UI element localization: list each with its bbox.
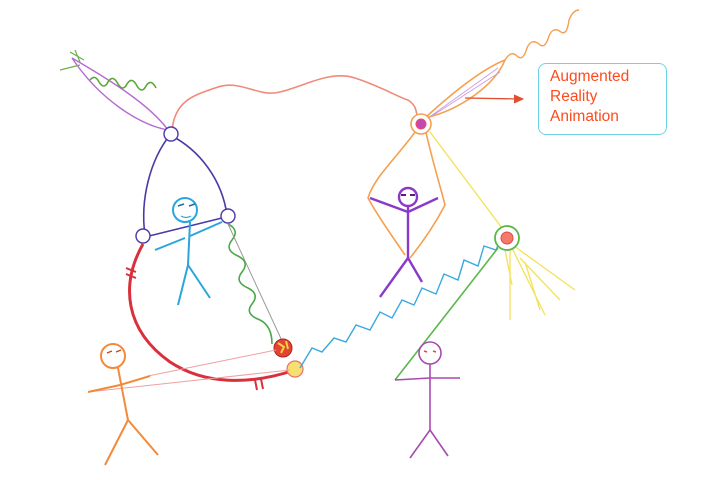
red-ticks-bottom bbox=[255, 379, 263, 390]
yellow-fan bbox=[505, 246, 575, 320]
callout-arrow-line bbox=[465, 98, 520, 99]
callout-line-3: Animation bbox=[550, 108, 619, 125]
faint-line-top bbox=[148, 350, 276, 376]
green-wave-down bbox=[228, 224, 272, 344]
left-leaf-wave bbox=[90, 77, 156, 90]
augmented-reality-callout: Augmented Reality Animation bbox=[538, 63, 667, 135]
leaf-inner-lines bbox=[428, 68, 500, 118]
orange-figure bbox=[88, 344, 158, 465]
vertex-far-right-core bbox=[501, 232, 513, 244]
left-loop-link bbox=[145, 217, 226, 237]
yellow-ray-to-circle bbox=[430, 132, 505, 232]
vertex-left bbox=[136, 229, 150, 243]
red-curve bbox=[130, 244, 295, 380]
grey-line bbox=[228, 224, 283, 343]
left-loop-right bbox=[170, 135, 227, 215]
callout-arrow-head bbox=[514, 95, 523, 103]
left-leaf-stem bbox=[60, 50, 84, 70]
left-loop-outer bbox=[144, 135, 170, 235]
blue-figure bbox=[155, 198, 222, 305]
blue-zigzag bbox=[300, 236, 502, 368]
left-leaf bbox=[72, 58, 168, 130]
green-diagonal bbox=[395, 248, 498, 380]
purple-figure bbox=[370, 188, 438, 297]
orange-leaf bbox=[425, 60, 505, 118]
callout-line-1: Augmented bbox=[550, 68, 630, 85]
red-ticks-left bbox=[126, 268, 136, 278]
vertex-top-right-core bbox=[416, 119, 426, 129]
vertex-top-left bbox=[164, 127, 178, 141]
orange-loop-right bbox=[410, 128, 445, 258]
yellow-ball bbox=[287, 361, 303, 377]
magenta-figure bbox=[395, 342, 460, 458]
callout-line-2: Reality bbox=[550, 88, 598, 105]
orange-squiggle bbox=[505, 10, 579, 60]
red-ball-colors bbox=[278, 341, 288, 353]
vertex-right bbox=[221, 209, 235, 223]
top-wavy-arc bbox=[172, 76, 420, 130]
orange-loop-left bbox=[368, 125, 420, 255]
